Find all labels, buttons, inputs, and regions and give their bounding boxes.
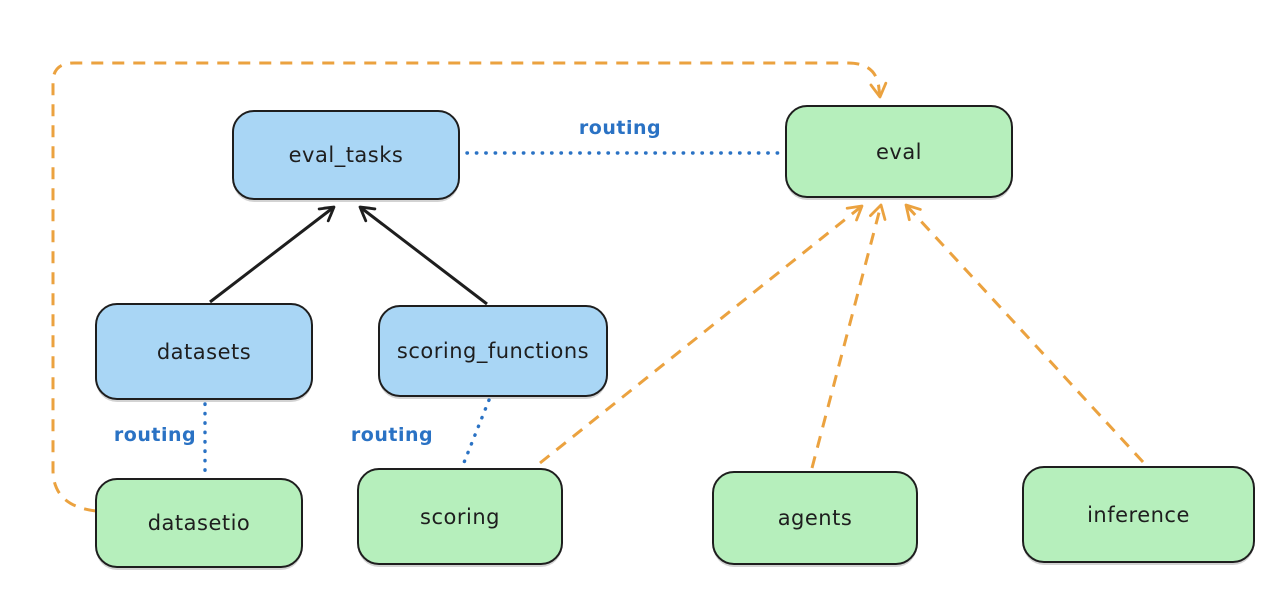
node-datasetio: datasetio [95,478,303,568]
node-scoring: scoring [357,468,563,565]
node-agents: agents [712,471,918,565]
node-scoring-functions: scoring_functions [378,305,608,397]
node-eval: eval [785,105,1013,198]
node-label-datasetio: datasetio [147,511,251,535]
node-label-scoring: scoring [420,504,500,529]
edge-scoring-functions-to-eval-tasks [358,205,488,306]
node-label-eval: eval [875,139,923,164]
edge-agents-to-eval [810,203,887,469]
edge-datasetio-to-eval-loop [51,61,888,513]
edge-scoring-to-eval [539,204,864,465]
node-label-datasets: datasets [156,339,252,364]
edge-label-routing-top: routing [578,117,662,139]
edge-label-routing-middle: routing [350,424,434,446]
node-inference: inference [1022,466,1255,563]
node-datasets: datasets [95,303,313,400]
node-eval-tasks: eval_tasks [232,110,460,200]
edge-inference-to-eval [904,203,1145,464]
node-label-agents: agents [777,506,853,530]
edge-label-routing-left: routing [113,424,197,446]
node-label-eval-tasks: eval_tasks [288,143,404,167]
node-label-scoring-functions: scoring_functions [396,339,590,363]
edge-datasets-to-eval-tasks [209,205,336,304]
node-label-inference: inference [1087,502,1190,527]
edge-scoring-functions-to-scoring-routing [461,398,491,467]
